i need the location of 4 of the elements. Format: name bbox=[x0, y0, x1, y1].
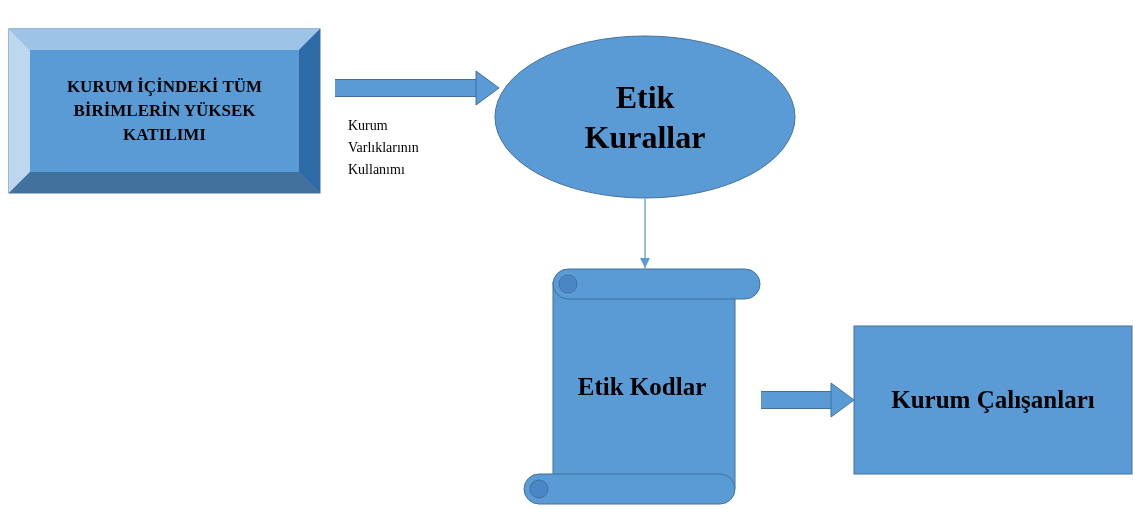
node-label: Kurum Çalışanları bbox=[891, 385, 1095, 415]
node-label: KURUM İÇİNDEKİ TÜM BİRİMLERİN YÜKSEK KATILIMI bbox=[65, 76, 264, 146]
node-label: Etik Kodlar bbox=[577, 372, 707, 402]
node-label: Etik Kurallar bbox=[583, 78, 707, 157]
